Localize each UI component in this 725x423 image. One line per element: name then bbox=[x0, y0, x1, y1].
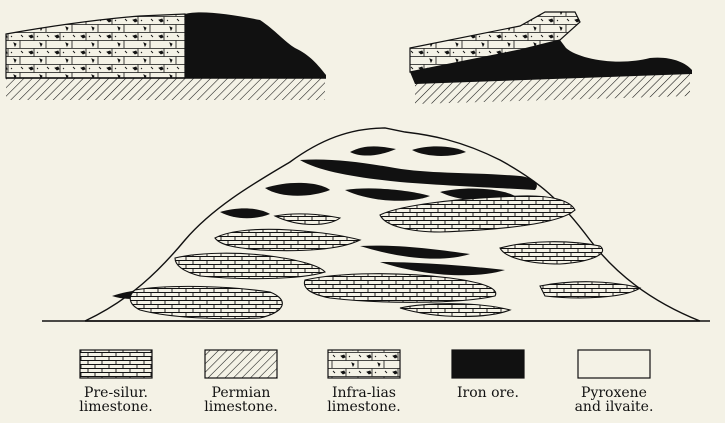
legend-label-line2: limestone. bbox=[186, 400, 296, 414]
legend-label-permian: Permian limestone. bbox=[186, 386, 296, 414]
legend-label-pyroxene: Pyroxene and ilvaite. bbox=[559, 386, 669, 414]
permian-ground-left bbox=[6, 78, 325, 100]
legend-label-line1: Infra-lias bbox=[309, 386, 419, 400]
legend-label-line1: Pre-silur. bbox=[61, 386, 171, 400]
legend-swatch-pre-silurian bbox=[80, 350, 152, 378]
legend-label-line2: limestone. bbox=[309, 400, 419, 414]
legend-label-line2: and ilvaite. bbox=[559, 400, 669, 414]
legend-label-line1: Iron ore. bbox=[433, 386, 543, 400]
legend bbox=[80, 350, 650, 378]
legend-swatch-iron-ore bbox=[452, 350, 524, 378]
legend-swatch-pyroxene bbox=[578, 350, 650, 378]
legend-label-infra-lias: Infra-lias limestone. bbox=[309, 386, 419, 414]
infra-lias-block-left bbox=[6, 14, 185, 78]
legend-swatch-infra-lias bbox=[328, 350, 400, 378]
iron-ore-body-left bbox=[185, 12, 326, 78]
top-left-section bbox=[6, 12, 326, 100]
legend-label-line2: limestone. bbox=[61, 400, 171, 414]
legend-label-line1: Pyroxene bbox=[559, 386, 669, 400]
top-right-section bbox=[410, 12, 692, 104]
legend-swatch-permian bbox=[205, 350, 277, 378]
legend-label-pre-silurian: Pre-silur. limestone. bbox=[61, 386, 171, 414]
legend-label-iron-ore: Iron ore. bbox=[433, 386, 543, 400]
legend-label-line1: Permian bbox=[186, 386, 296, 400]
main-cross-section bbox=[42, 128, 710, 321]
